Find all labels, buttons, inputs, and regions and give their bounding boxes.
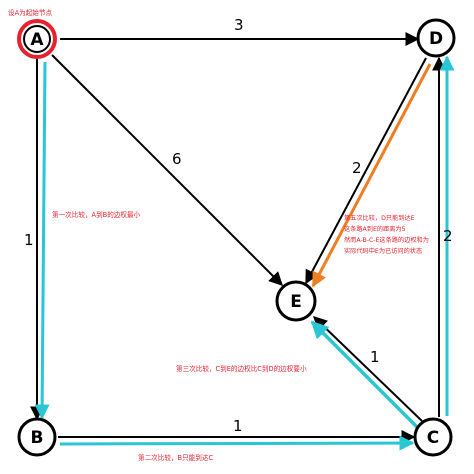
node-e-label: E	[290, 292, 302, 312]
highlight-c-e	[310, 320, 420, 430]
start-node-note: 设A为起始节点	[8, 8, 52, 17]
step1-note: 第一次比较，A到B的边权最小	[52, 210, 141, 219]
weight-a-e: 6	[172, 150, 182, 168]
highlight-d-e	[311, 63, 432, 288]
node-a: A	[17, 19, 57, 59]
highlight-b-c	[59, 435, 415, 451]
step2-note: 第二次比较，B只能到达C	[138, 453, 213, 462]
weight-b-c: 1	[233, 417, 243, 435]
weight-d-e: 2	[352, 159, 362, 177]
watermark: CSDN @开朗的小水桶	[359, 458, 466, 471]
edge-d-e	[305, 57, 427, 285]
node-c: C	[413, 417, 453, 457]
node-c-label: C	[427, 428, 439, 448]
edge-c-e	[312, 316, 423, 422]
node-a-label: A	[30, 30, 44, 50]
node-e: E	[275, 280, 317, 322]
edge-a-e	[51, 54, 283, 286]
node-b-label: B	[31, 428, 44, 448]
weight-c-e: 1	[370, 348, 380, 366]
highlight-a-b	[34, 61, 50, 420]
step5-note-line2: 这条路A到E的距离为5	[344, 225, 406, 233]
step5-note-line3: 然而A-B-C-E这条路的边权和为	[344, 236, 429, 244]
step3-note: 第三次比较，C到E的边权比C到D的边权要小	[176, 364, 307, 373]
node-b: B	[17, 417, 57, 457]
node-d-label: D	[429, 29, 443, 49]
weight-d-c: 2	[443, 227, 453, 245]
node-d: D	[416, 18, 456, 58]
weight-a-b: 1	[24, 231, 34, 249]
weight-a-d: 3	[234, 16, 244, 34]
step5-note-line4: 实际代码中E为已访问的状态	[344, 247, 422, 255]
step5-note-line1: 第五次比较，D只能到达E	[344, 214, 415, 222]
